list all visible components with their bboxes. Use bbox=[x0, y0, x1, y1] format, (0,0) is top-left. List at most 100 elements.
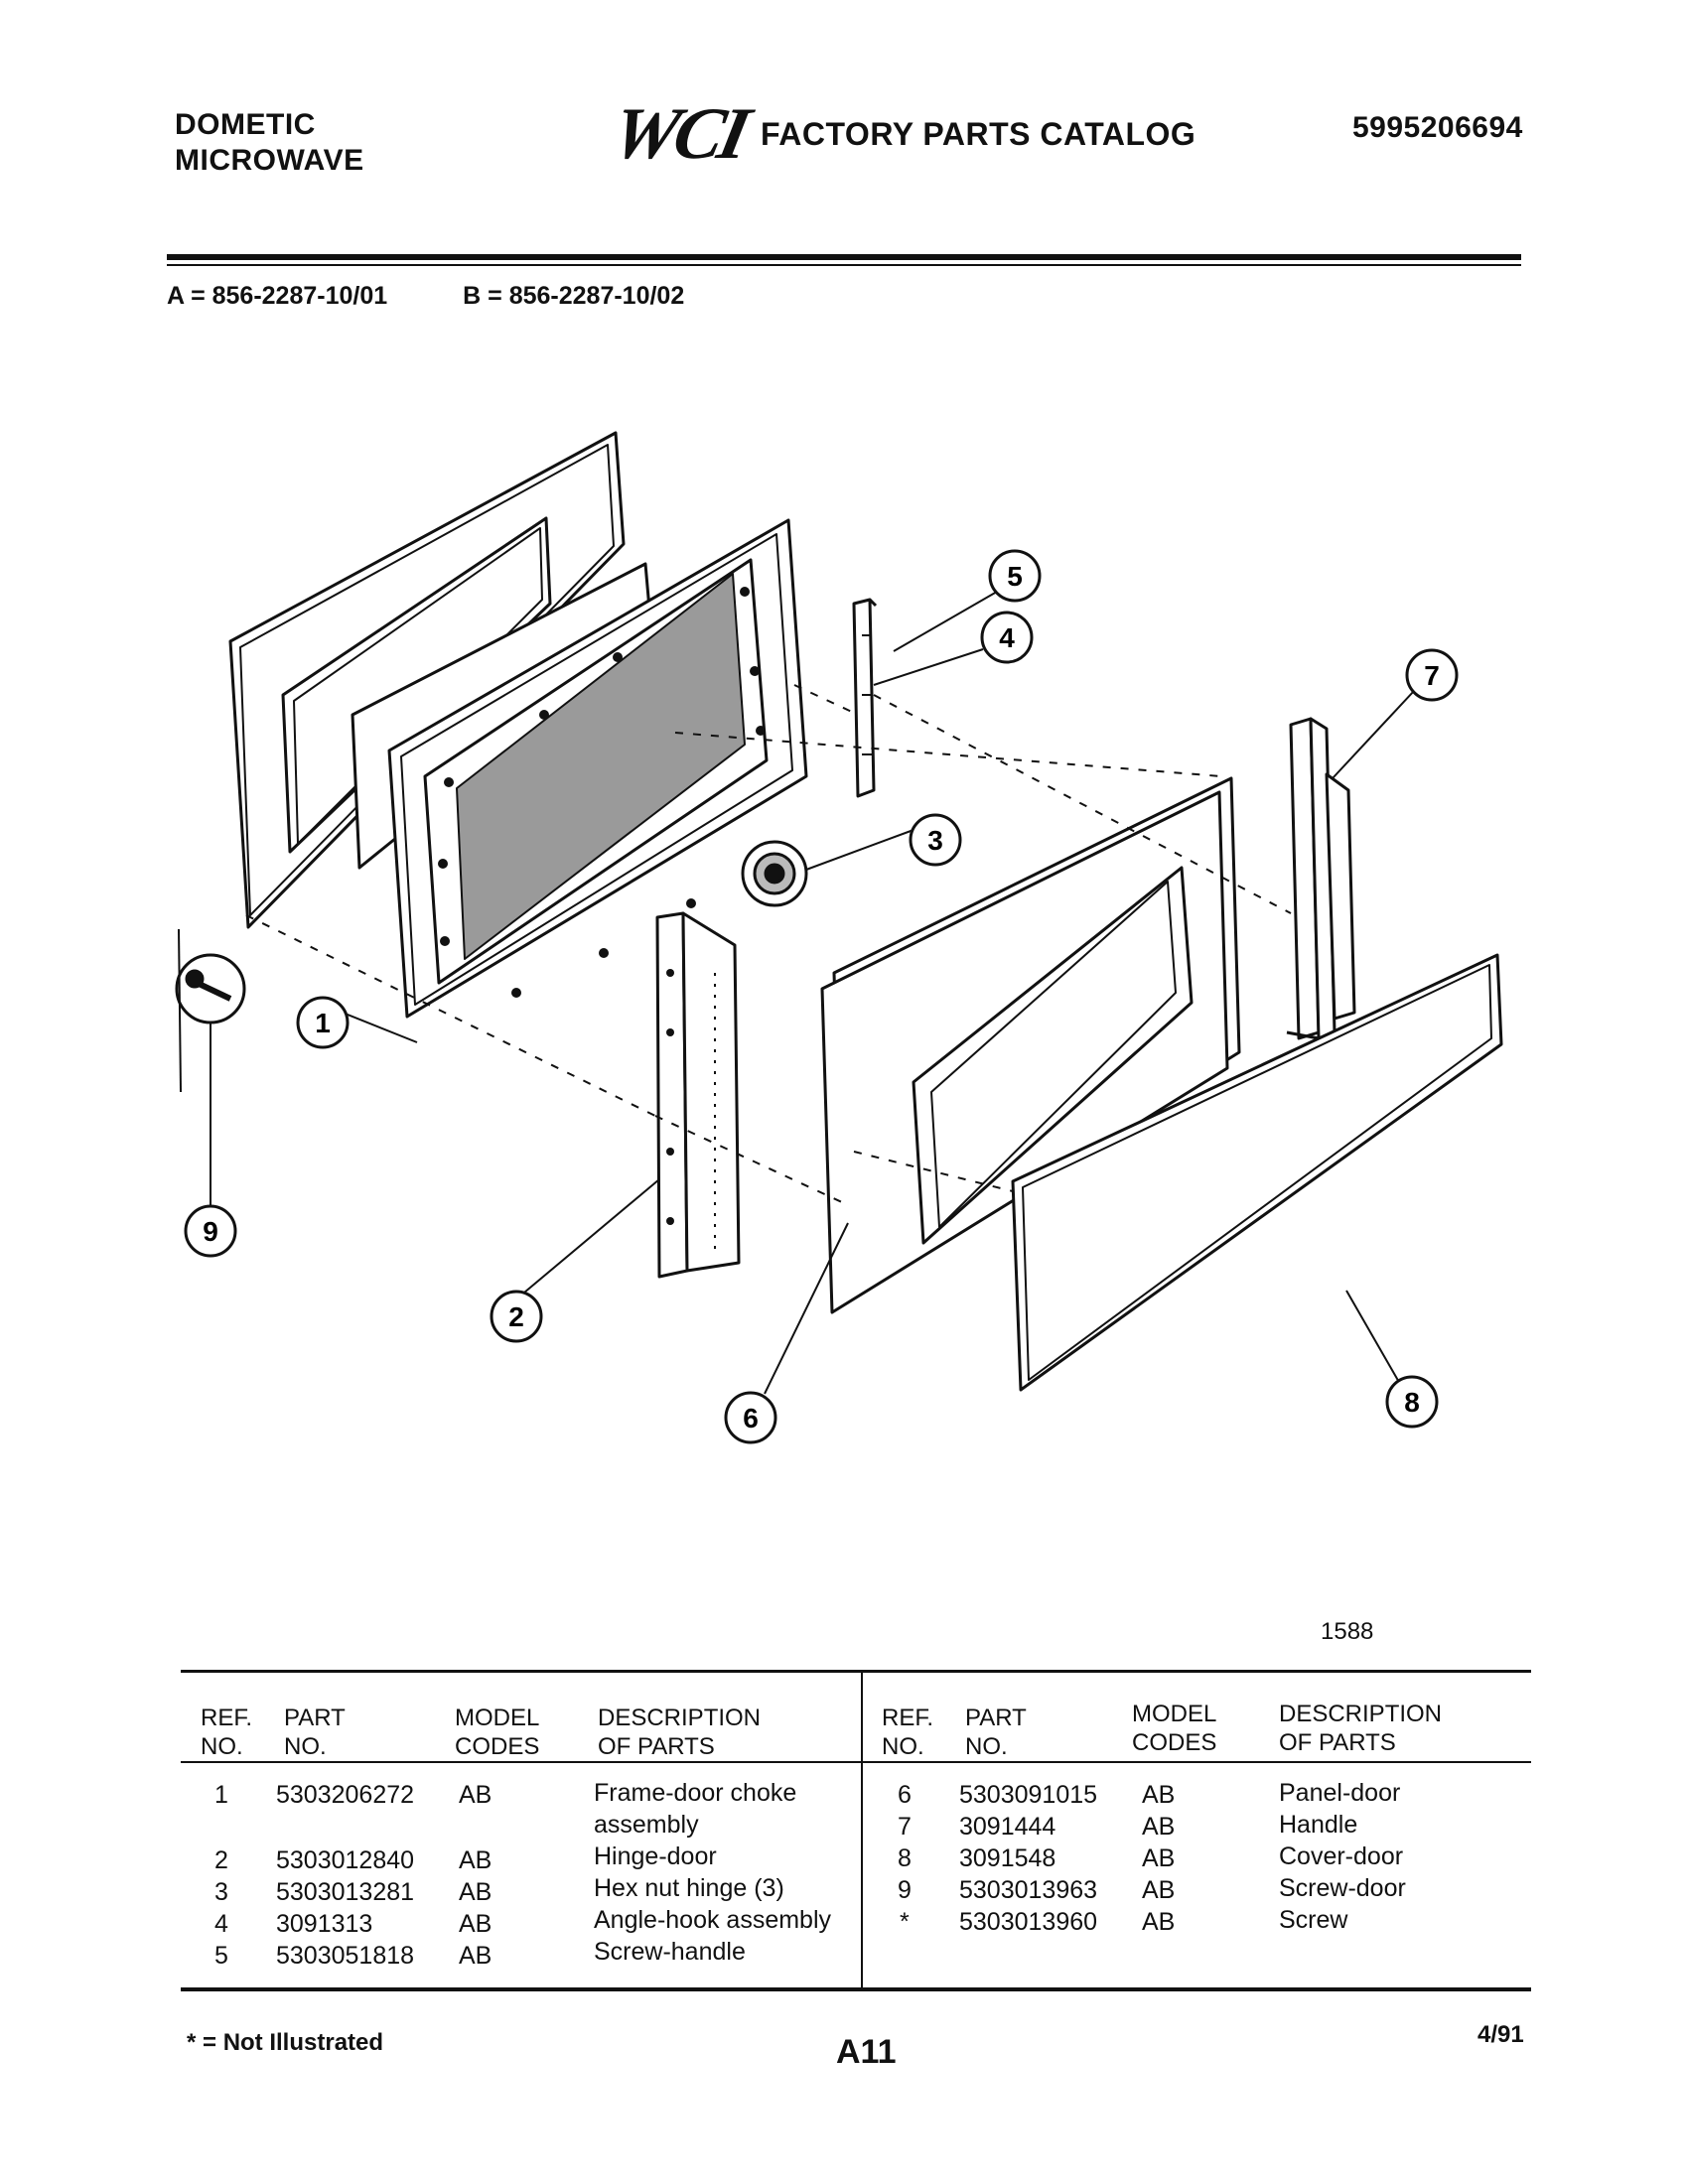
row-6-codes: AB bbox=[1142, 1781, 1176, 1809]
row-8-codes: AB bbox=[1142, 1844, 1176, 1872]
not-illustrated-legend: * = Not Illustrated bbox=[187, 2029, 384, 2056]
row-star-desc: Screw bbox=[1279, 1906, 1348, 1934]
cover-door-part bbox=[1011, 953, 1503, 1392]
catalog-header: WCI FACTORY PARTS CATALOG bbox=[605, 93, 1196, 175]
callout-3: 3 bbox=[909, 813, 962, 867]
callout-3-label: 3 bbox=[927, 825, 943, 856]
row-5-codes: AB bbox=[459, 1942, 492, 1970]
row-9-desc: Screw-door bbox=[1279, 1874, 1406, 1902]
handle-part bbox=[1286, 717, 1356, 1040]
hinge-door-part bbox=[655, 911, 741, 1279]
callout-8: 8 bbox=[1385, 1375, 1439, 1429]
choke-panel-part bbox=[387, 518, 808, 1019]
callout-2: 2 bbox=[490, 1290, 543, 1343]
header-part-line2: NO. bbox=[965, 1733, 1008, 1760]
row-7-ref: 7 bbox=[898, 1813, 912, 1841]
callout-9-label: 9 bbox=[203, 1216, 218, 1247]
panel-door-part bbox=[820, 776, 1241, 1314]
model-b: B = 856-2287-10/02 bbox=[463, 282, 685, 310]
row-8-part: 3091548 bbox=[959, 1844, 1056, 1872]
brand-name: DOMETIC MICROWAVE bbox=[175, 107, 364, 179]
callout-7: 7 bbox=[1405, 648, 1459, 702]
row-3-codes: AB bbox=[459, 1878, 492, 1906]
row-9-codes: AB bbox=[1142, 1876, 1176, 1904]
header-model-line2: CODES bbox=[455, 1733, 540, 1760]
header-ref-line2: NO. bbox=[201, 1733, 243, 1760]
row-5-ref: 5 bbox=[214, 1942, 228, 1970]
row-1-codes: AB bbox=[459, 1781, 492, 1809]
row-4-ref: 4 bbox=[214, 1910, 228, 1938]
header-ref-line1: REF. bbox=[882, 1705, 934, 1731]
row-4-desc: Angle-hook assembly bbox=[594, 1906, 832, 1934]
model-a: A = 856-2287-10/01 bbox=[167, 282, 388, 310]
callout-1-label: 1 bbox=[315, 1008, 331, 1038]
callout-4-label: 4 bbox=[999, 622, 1015, 653]
row-3-desc: Hex nut hinge (3) bbox=[594, 1874, 784, 1902]
row-4-codes: AB bbox=[459, 1910, 492, 1938]
figure-number: 1588 bbox=[1321, 1618, 1374, 1645]
callout-9: 9 bbox=[184, 1204, 237, 1258]
row-9-ref: 9 bbox=[898, 1876, 912, 1904]
wci-logo: WCI bbox=[605, 93, 754, 175]
header-ref-right: REF. NO. bbox=[882, 1704, 933, 1761]
header-desc-line1: DESCRIPTION bbox=[1279, 1701, 1443, 1727]
callout-7-label: 7 bbox=[1424, 660, 1440, 691]
header-desc-right: DESCRIPTION OF PARTS bbox=[1279, 1700, 1442, 1757]
revision-date: 4/91 bbox=[1477, 2021, 1524, 2048]
row-6-part: 5303091015 bbox=[959, 1781, 1098, 1809]
row-7-part: 3091444 bbox=[959, 1813, 1056, 1841]
callout-5-label: 5 bbox=[1007, 561, 1023, 592]
table-rule-bottom bbox=[181, 1987, 1531, 1991]
table-rule-top bbox=[181, 1670, 1531, 1673]
header-model-line2: CODES bbox=[1132, 1729, 1217, 1756]
angle-hook-part bbox=[852, 598, 878, 798]
row-star-codes: AB bbox=[1142, 1908, 1176, 1936]
header-model-left: MODEL CODES bbox=[455, 1704, 539, 1761]
table-column-divider bbox=[861, 1673, 863, 1987]
row-2-codes: AB bbox=[459, 1846, 492, 1874]
header-part-left: PART NO. bbox=[284, 1704, 346, 1761]
callout-8-label: 8 bbox=[1404, 1387, 1420, 1418]
row-star-ref: * bbox=[900, 1908, 910, 1936]
row-4-part: 3091313 bbox=[276, 1910, 373, 1938]
table-rule-header bbox=[181, 1761, 1531, 1763]
header-part-line1: PART bbox=[284, 1705, 346, 1731]
row-3-ref: 3 bbox=[214, 1878, 228, 1906]
brand-line-2: MICROWAVE bbox=[175, 144, 364, 177]
row-5-part: 5303051818 bbox=[276, 1942, 415, 1970]
header-model-line1: MODEL bbox=[1132, 1701, 1217, 1727]
row-6-ref: 6 bbox=[898, 1781, 912, 1809]
row-star-part: 5303013960 bbox=[959, 1908, 1098, 1936]
header-desc-left: DESCRIPTION OF PARTS bbox=[598, 1704, 761, 1761]
row-5-desc: Screw-handle bbox=[594, 1938, 746, 1966]
catalog-number: 5995206694 bbox=[1352, 111, 1523, 144]
callout-6: 6 bbox=[724, 1391, 777, 1444]
row-1-desc: Frame-door choke bbox=[594, 1779, 797, 1807]
hex-nut-part bbox=[741, 840, 808, 907]
header-part-line1: PART bbox=[965, 1705, 1027, 1731]
exploded-parts-diagram: 1 2 3 4 5 6 7 8 9 bbox=[175, 431, 1503, 1444]
catalog-title: FACTORY PARTS CATALOG bbox=[760, 115, 1196, 152]
row-8-ref: 8 bbox=[898, 1844, 912, 1872]
header-ref-line2: NO. bbox=[882, 1733, 924, 1760]
header-ref-left: REF. NO. bbox=[201, 1704, 252, 1761]
header-part-line2: NO. bbox=[284, 1733, 327, 1760]
callout-2-label: 2 bbox=[508, 1301, 524, 1332]
header-part-right: PART NO. bbox=[965, 1704, 1027, 1761]
header-model-line1: MODEL bbox=[455, 1705, 540, 1731]
header-model-right: MODEL CODES bbox=[1132, 1700, 1216, 1757]
callout-6-label: 6 bbox=[743, 1403, 759, 1433]
row-1-desc-cont: assembly bbox=[594, 1811, 699, 1839]
row-6-desc: Panel-door bbox=[1279, 1779, 1401, 1807]
row-2-part: 5303012840 bbox=[276, 1846, 415, 1874]
callout-4: 4 bbox=[980, 611, 1034, 664]
screw-door-part bbox=[175, 953, 246, 1024]
row-2-desc: Hinge-door bbox=[594, 1843, 717, 1870]
brand-line-1: DOMETIC bbox=[175, 108, 316, 141]
page-number: A11 bbox=[836, 2033, 897, 2071]
row-1-ref: 1 bbox=[214, 1781, 228, 1809]
row-8-desc: Cover-door bbox=[1279, 1843, 1404, 1870]
header-ref-line1: REF. bbox=[201, 1705, 253, 1731]
callout-5: 5 bbox=[988, 549, 1042, 603]
row-3-part: 5303013281 bbox=[276, 1878, 415, 1906]
